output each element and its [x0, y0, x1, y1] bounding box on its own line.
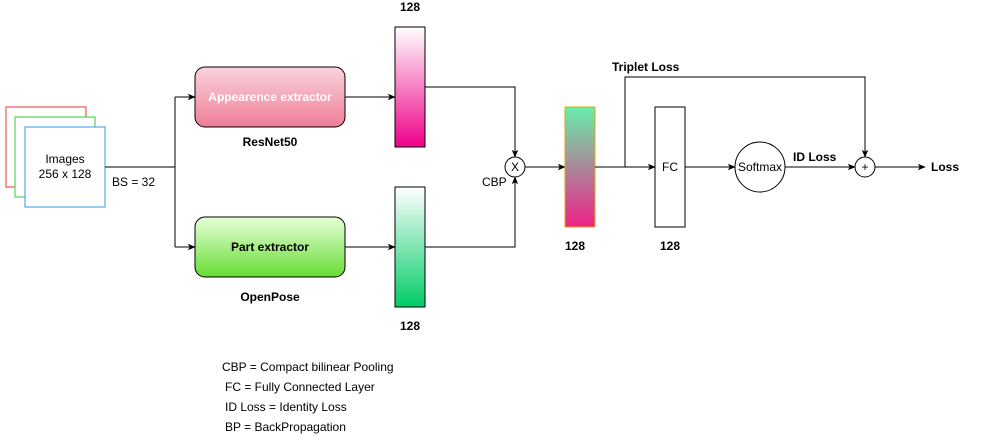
image-frame-blue [24, 126, 106, 208]
input-size: 256 x 128 [39, 167, 92, 181]
part-to-cbp-arrow [425, 176, 519, 248]
triplet-loss-label: Triplet Loss [612, 60, 680, 74]
fc-dim: 128 [660, 239, 680, 253]
fused-feature-vector [564, 106, 596, 228]
output-loss-label: Loss [931, 160, 959, 174]
cbp-label: CBP [482, 175, 507, 189]
legend: CBP = Compact bilinear Pooling FC = Full… [222, 357, 394, 437]
sum-symbol: + [861, 160, 868, 174]
part-backbone-label: OpenPose [240, 290, 300, 304]
fused-feature-dim: 128 [565, 239, 585, 253]
legend-item-fc: FC = Fully Connected Layer [225, 380, 375, 394]
triplet-loss-path [624, 76, 869, 167]
id-loss-label: ID Loss [793, 150, 837, 164]
appearance-feature-dim: 128 [400, 0, 420, 14]
input-image-stack: Images 256 x 128 [5, 106, 106, 208]
legend-item-id-loss: ID Loss = Identity Loss [225, 400, 347, 414]
legend-item-cbp: CBP = Compact bilinear Pooling [222, 360, 394, 374]
batch-size-label: BS = 32 [112, 175, 155, 189]
part-feature-dim: 128 [400, 319, 420, 333]
appearance-feature-vector [394, 26, 426, 148]
fc-label: FC [662, 160, 678, 174]
appearance-to-cbp-arrow [425, 86, 519, 158]
input-split-connector [105, 93, 196, 251]
cbp-symbol: X [511, 160, 519, 174]
appearance-extractor-label: Appearence extractor [208, 90, 332, 104]
input-title: Images [45, 152, 84, 166]
fc-layer [654, 106, 686, 228]
part-feature-vector [394, 186, 426, 308]
appearance-backbone-label: ResNet50 [243, 135, 298, 149]
softmax-label: Softmax [738, 160, 782, 174]
part-extractor-label: Part extractor [231, 240, 309, 254]
legend-item-bp: BP = BackPropagation [225, 420, 346, 434]
